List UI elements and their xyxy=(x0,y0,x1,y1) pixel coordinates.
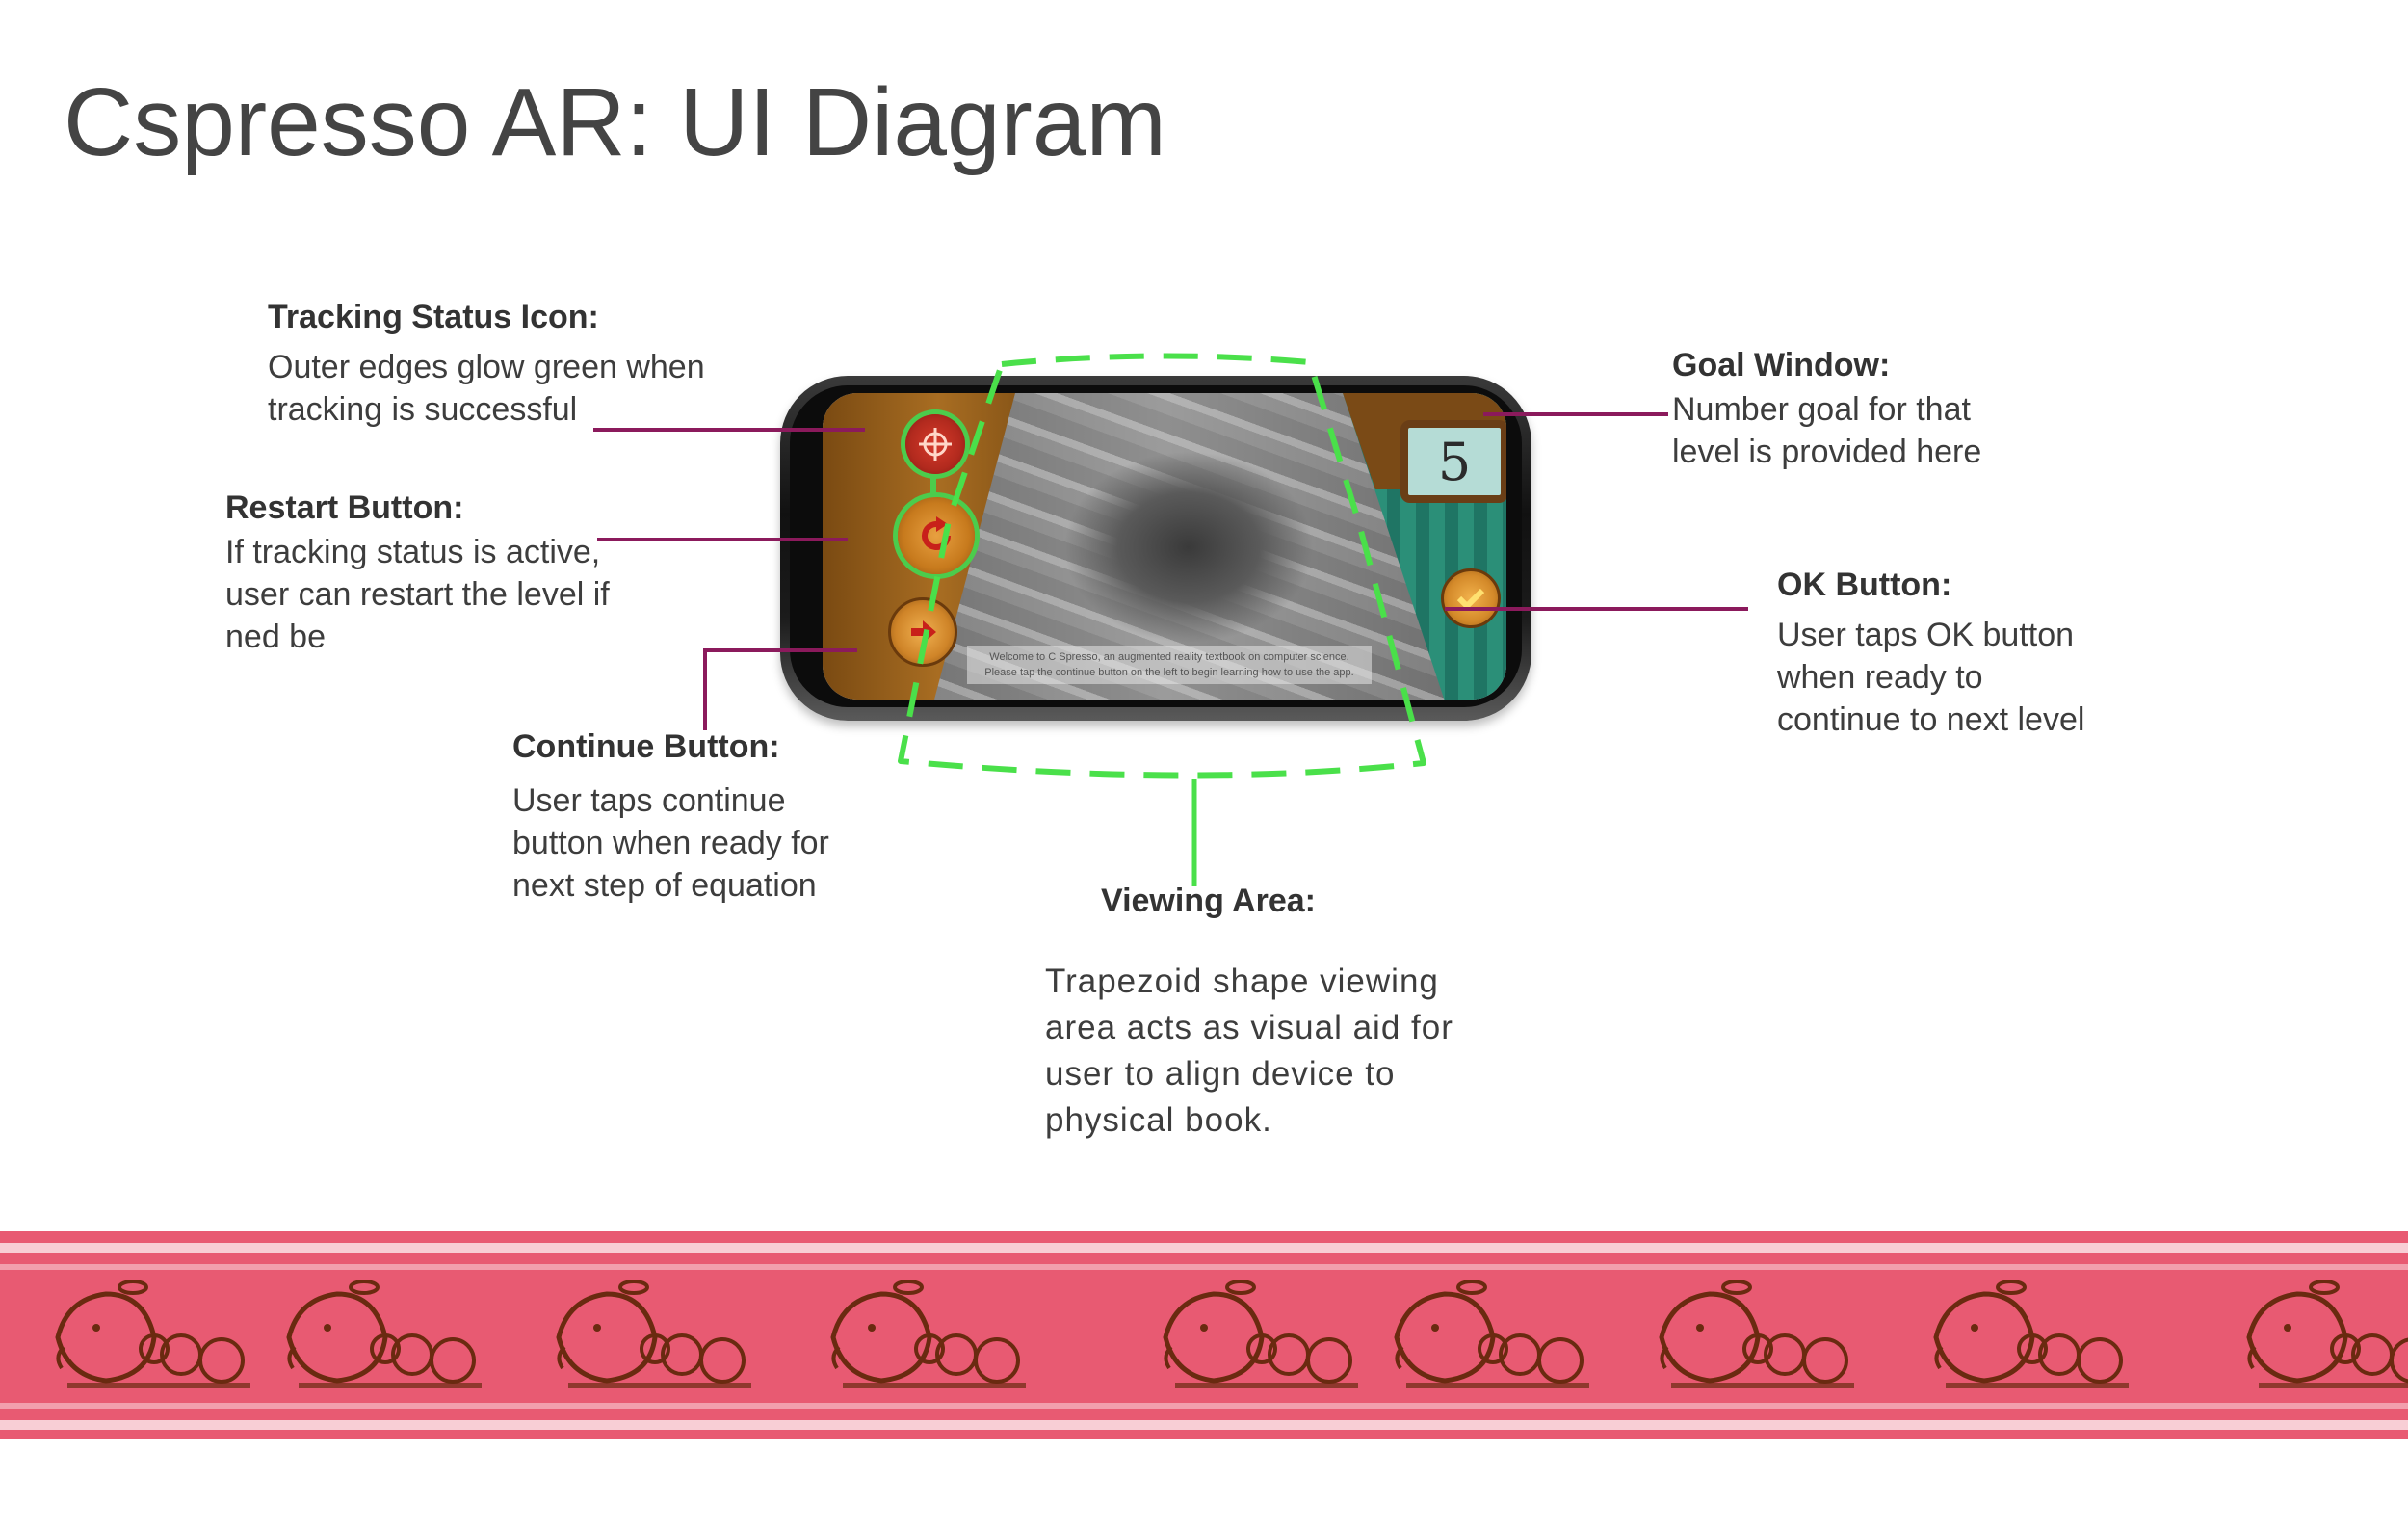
decorative-band xyxy=(0,1231,2408,1439)
continue-button-heading: Continue Button: xyxy=(512,728,780,765)
restart-button-heading: Restart Button: xyxy=(225,489,464,526)
continue-button[interactable] xyxy=(888,597,957,667)
goal-window-callout: Goal Window: Number goal for that level … xyxy=(1672,347,1981,473)
ok-button-callout: OK Button: User taps OK button when read… xyxy=(1777,567,2084,741)
teapot-and-balls-icon xyxy=(556,1280,751,1388)
band-stripe-lower xyxy=(0,1403,2408,1409)
crosshair-icon xyxy=(919,428,952,461)
ok-button-description: User taps OK button when ready to contin… xyxy=(1777,617,2085,738)
phone-mockup: Welcome to C Spresso, an augmented reali… xyxy=(780,376,1531,721)
goal-number: 5 xyxy=(1437,431,1472,492)
continue-button-description: User taps continue button when ready for… xyxy=(512,782,829,904)
teapot-and-balls-icon xyxy=(1933,1280,2129,1388)
tracking-status-callout: Tracking Status Icon: Outer edges glow g… xyxy=(268,299,705,431)
teapot-and-balls-icon xyxy=(55,1280,250,1388)
right-arrow-icon xyxy=(911,620,936,644)
teapot-and-balls-icon xyxy=(2246,1280,2408,1388)
teapot-and-balls-icon xyxy=(1659,1280,1854,1388)
continue-button-callout: Continue Button: User taps continue butt… xyxy=(512,728,829,907)
restart-button-description: If tracking status is active, user can r… xyxy=(225,534,610,655)
tracking-status-description: Outer edges glow green when tracking is … xyxy=(268,349,705,428)
viewing-area-callout: Viewing Area: Trapezoid shape viewing ar… xyxy=(1045,883,1453,1144)
teapot-and-balls-icon xyxy=(286,1280,482,1388)
band-stripe-bottom xyxy=(0,1420,2408,1430)
restart-button-callout: Restart Button: If tracking status is ac… xyxy=(225,489,610,658)
ok-button-heading: OK Button: xyxy=(1777,567,1952,603)
goal-window-description: Number goal for that level is provided h… xyxy=(1672,391,1982,470)
tracking-status-icon xyxy=(905,414,965,474)
welcome-message: Welcome to C Spresso, an augmented reali… xyxy=(967,646,1372,684)
viewing-area-description: Trapezoid shape viewing area acts as vis… xyxy=(1045,963,1453,1139)
band-stripe-top xyxy=(0,1243,2408,1253)
viewing-area-heading: Viewing Area: xyxy=(1101,883,1316,919)
checkmark-icon xyxy=(1456,588,1485,611)
restart-arrow-icon xyxy=(922,516,951,550)
app-screen: Welcome to C Spresso, an augmented reali… xyxy=(823,393,1506,700)
goal-window-heading: Goal Window: xyxy=(1672,347,1891,383)
page-title: Cspresso AR: UI Diagram xyxy=(64,68,1166,176)
teapot-and-balls-icon xyxy=(1394,1280,1589,1388)
teapot-and-balls-icon xyxy=(830,1280,1026,1388)
teapot-and-balls-icon xyxy=(1163,1280,1358,1388)
ok-button[interactable] xyxy=(1441,568,1501,628)
band-motifs xyxy=(55,1280,2408,1388)
goal-window: 5 xyxy=(1400,420,1506,503)
restart-button[interactable] xyxy=(898,497,975,574)
tracking-status-heading: Tracking Status Icon: xyxy=(268,299,599,335)
band-stripe-upper xyxy=(0,1264,2408,1270)
